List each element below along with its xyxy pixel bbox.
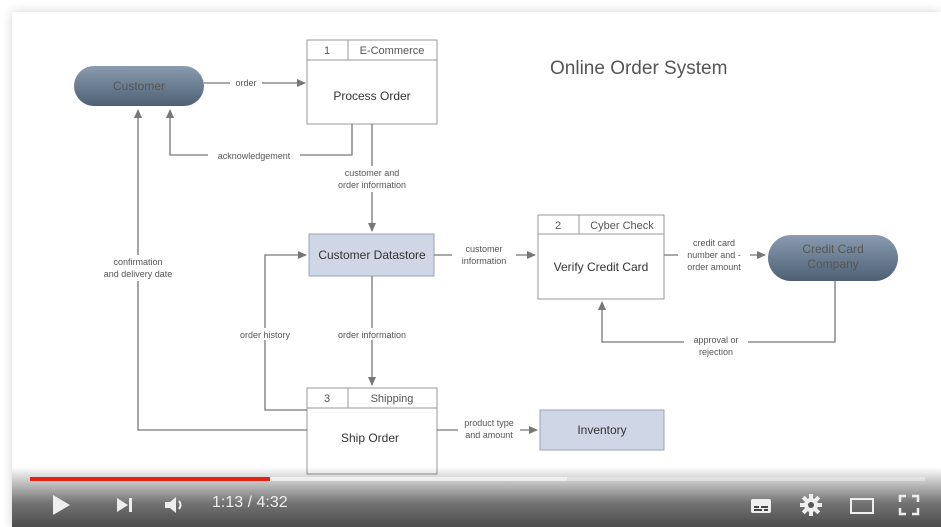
label-confirmation: confirmation	[113, 257, 162, 267]
customer-entity: Customer	[74, 66, 204, 106]
label-information: information	[462, 256, 507, 266]
label-credit-card: credit card	[693, 238, 735, 248]
play-button[interactable]	[46, 490, 76, 520]
svg-text:Customer: Customer	[113, 79, 165, 93]
svg-text:Credit Card: Credit Card	[802, 242, 863, 256]
progress-bar[interactable]	[30, 477, 925, 481]
fullscreen-icon	[898, 494, 920, 516]
verify-credit-card-box: 2 Cyber Check Verify Credit Card	[537, 214, 665, 300]
settings-button[interactable]	[796, 490, 826, 520]
progress-played	[30, 477, 270, 481]
flow-confirmation	[134, 109, 307, 431]
inventory-store: Inventory	[539, 409, 665, 451]
svg-text:Process Order: Process Order	[333, 89, 410, 103]
ship-order-box: 3 Shipping Ship Order	[306, 387, 438, 475]
label-number-and: number and -	[687, 250, 741, 260]
diagram-title: Online Order System	[550, 58, 727, 79]
label-order-information-1: order information	[338, 180, 406, 190]
data-flow-diagram: Online Order System Customer 1 E-Commerc…	[74, 39, 898, 475]
label-acknowledgement: acknowledgement	[218, 151, 291, 161]
theater-mode-button[interactable]	[846, 492, 878, 520]
svg-text:Verify Credit Card: Verify Credit Card	[554, 260, 649, 274]
svg-text:Inventory: Inventory	[577, 423, 626, 437]
label-order-amount: order amount	[687, 262, 741, 272]
svg-text:Cyber Check: Cyber Check	[590, 220, 654, 232]
volume-button[interactable]	[158, 490, 192, 520]
label-order: order	[235, 78, 256, 88]
svg-text:3: 3	[324, 393, 330, 405]
svg-text:E-Commerce: E-Commerce	[360, 45, 425, 57]
process-order-box: 1 E-Commerce Process Order	[306, 39, 438, 125]
play-icon	[53, 495, 70, 515]
fullscreen-button[interactable]	[894, 490, 924, 520]
label-approval-or: approval or	[693, 335, 738, 345]
label-order-history: order history	[240, 330, 291, 340]
label-order-information-2: order information	[338, 330, 406, 340]
customer-datastore: Customer Datastore	[308, 233, 435, 277]
next-button[interactable]	[110, 490, 140, 520]
next-icon	[117, 498, 132, 512]
svg-text:Customer Datastore: Customer Datastore	[318, 248, 426, 262]
label-product-type: product type	[464, 418, 514, 428]
label-and-delivery-date: and delivery date	[104, 269, 173, 279]
svg-text:Shipping: Shipping	[371, 393, 414, 405]
settings-icon	[800, 494, 822, 516]
subtitles-button[interactable]	[746, 492, 776, 520]
label-and-amount: and amount	[465, 430, 513, 440]
buffered-bar	[30, 477, 567, 481]
svg-text:Ship Order: Ship Order	[341, 431, 399, 445]
theater-icon	[850, 498, 874, 514]
svg-text:Company: Company	[807, 257, 858, 271]
credit-card-company-entity: Credit Card Company	[768, 235, 898, 281]
video-player[interactable]: Online Order System Customer 1 E-Commerc…	[12, 12, 941, 527]
label-customer-and: customer and	[345, 168, 400, 178]
volume-icon	[165, 497, 182, 513]
time-display: 1:13 / 4:32	[212, 494, 288, 511]
svg-text:1: 1	[324, 45, 330, 57]
subtitles-icon	[751, 499, 771, 513]
label-customer: customer	[465, 244, 502, 254]
label-rejection: rejection	[699, 347, 733, 357]
svg-text:2: 2	[555, 220, 561, 232]
